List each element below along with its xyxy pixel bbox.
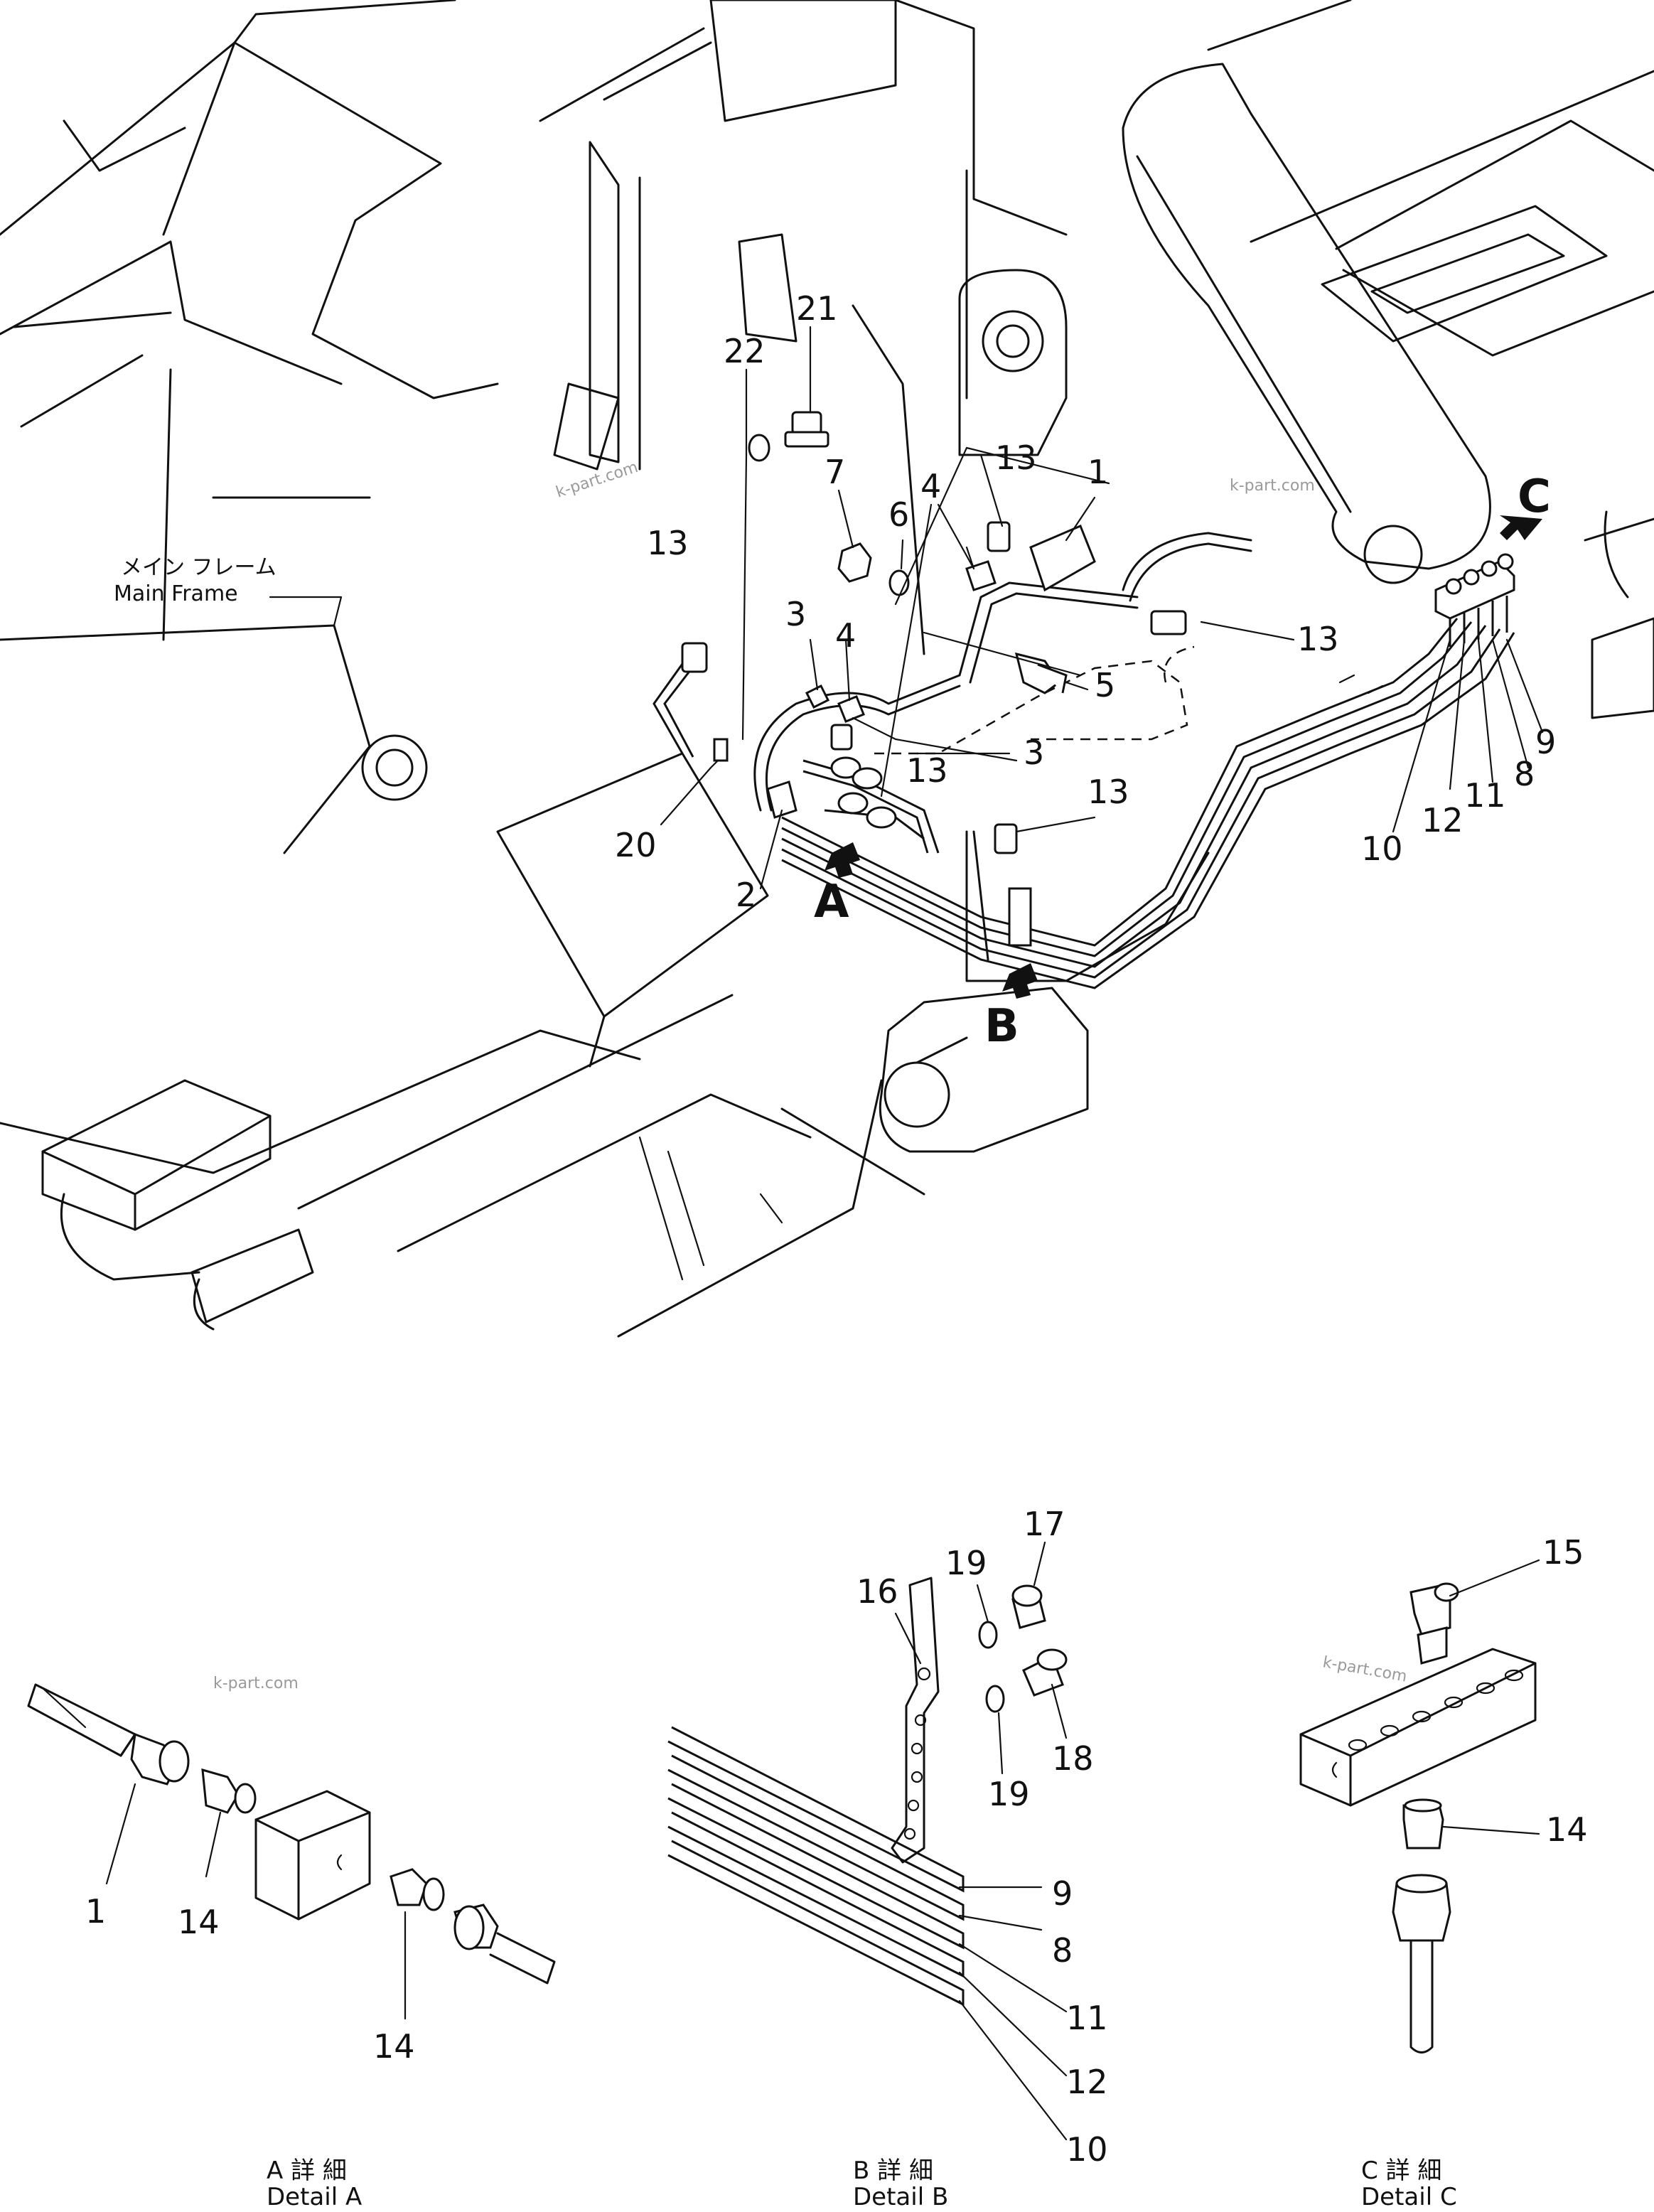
main-callouts: 22 21 7 6 4 13 1 13 3 4 13 5 3 13 20 2 1… <box>114 289 1556 1053</box>
detail-a-caption-jp: A 詳 細 <box>267 2157 347 2185</box>
callout-5: 5 <box>1095 666 1115 704</box>
callout-11: 11 <box>1464 776 1506 815</box>
view-letter-c: C <box>1518 471 1551 523</box>
callout-20: 20 <box>615 826 657 864</box>
detail-b-callout-10: 10 <box>1066 2130 1108 2169</box>
detail-b-callout-19-bottom: 19 <box>988 1775 1030 1813</box>
grease-lines <box>653 532 1515 989</box>
detail-b-callout-17: 17 <box>1024 1505 1065 1543</box>
detail-c-caption-en: Detail C <box>1361 2183 1457 2211</box>
main-frame-label-jp: メイン フレーム <box>121 555 276 580</box>
detail-b-callout-9: 9 <box>1052 1874 1073 1913</box>
detail-b-caption-jp: B 詳 細 <box>853 2157 933 2185</box>
callout-13-lower: 13 <box>1088 773 1129 811</box>
detail-b-callout-19-top: 19 <box>945 1544 987 1582</box>
callout-4-upper: 4 <box>920 467 941 505</box>
callout-1: 1 <box>1088 453 1108 491</box>
callout-2: 2 <box>736 876 756 914</box>
main-frame-structure <box>0 0 1654 1338</box>
detail-a-callout-1: 1 <box>85 1892 106 1931</box>
watermark-2: k-part.com <box>1230 477 1315 495</box>
main-frame-label-en: Main Frame <box>114 581 238 606</box>
callout-21: 21 <box>796 289 838 328</box>
callout-7: 7 <box>825 453 845 491</box>
watermark-4: k-part.com <box>1321 1653 1408 1685</box>
detail-c-caption-jp: C 詳 細 <box>1361 2157 1441 2185</box>
callout-13-left: 13 <box>647 524 689 562</box>
callout-9: 9 <box>1535 723 1556 761</box>
detail-a-callout-14-left: 14 <box>178 1903 220 1941</box>
callout-3-left: 3 <box>785 595 806 633</box>
view-letter-a: A <box>814 876 849 928</box>
view-arrows <box>825 515 1542 999</box>
callout-13-top: 13 <box>995 439 1037 477</box>
callout-22: 22 <box>724 332 766 370</box>
callout-13-right: 13 <box>1297 620 1339 658</box>
watermark-3: k-part.com <box>213 1675 299 1692</box>
detail-b-callout-18: 18 <box>1052 1739 1094 1778</box>
detail-b-callout-12: 12 <box>1066 2063 1108 2101</box>
detail-a: 1 14 14 k-part.com A 詳 細 Detail A <box>27 1675 556 2211</box>
detail-a-caption-en: Detail A <box>267 2183 362 2211</box>
detail-c-callout-15: 15 <box>1542 1533 1584 1572</box>
detail-b-callout-11: 11 <box>1066 1999 1108 2037</box>
detail-c: 15 14 k-part.com C 詳 細 Detail C <box>1299 1533 1588 2211</box>
callout-4-lower: 4 <box>835 616 856 655</box>
detail-a-callout-14-right: 14 <box>373 2027 415 2066</box>
callout-8: 8 <box>1514 755 1535 793</box>
detail-b-callout-16: 16 <box>856 1572 898 1611</box>
leader-lines <box>269 326 1544 890</box>
callout-13-center: 13 <box>906 751 948 790</box>
callout-3-right: 3 <box>1024 734 1044 772</box>
detail-c-callout-14: 14 <box>1546 1810 1588 1849</box>
detail-b-caption-en: Detail B <box>853 2183 948 2211</box>
fittings <box>681 411 1515 854</box>
detail-b: 16 19 17 18 19 9 8 11 12 10 B 詳 細 Detail… <box>667 1505 1108 2211</box>
watermark-1: k-part.com <box>554 458 640 502</box>
callout-12: 12 <box>1422 801 1464 839</box>
callout-10: 10 <box>1361 830 1403 868</box>
callout-6: 6 <box>888 495 909 534</box>
view-letter-b: B <box>984 1000 1019 1053</box>
detail-b-callout-8: 8 <box>1052 1931 1073 1970</box>
